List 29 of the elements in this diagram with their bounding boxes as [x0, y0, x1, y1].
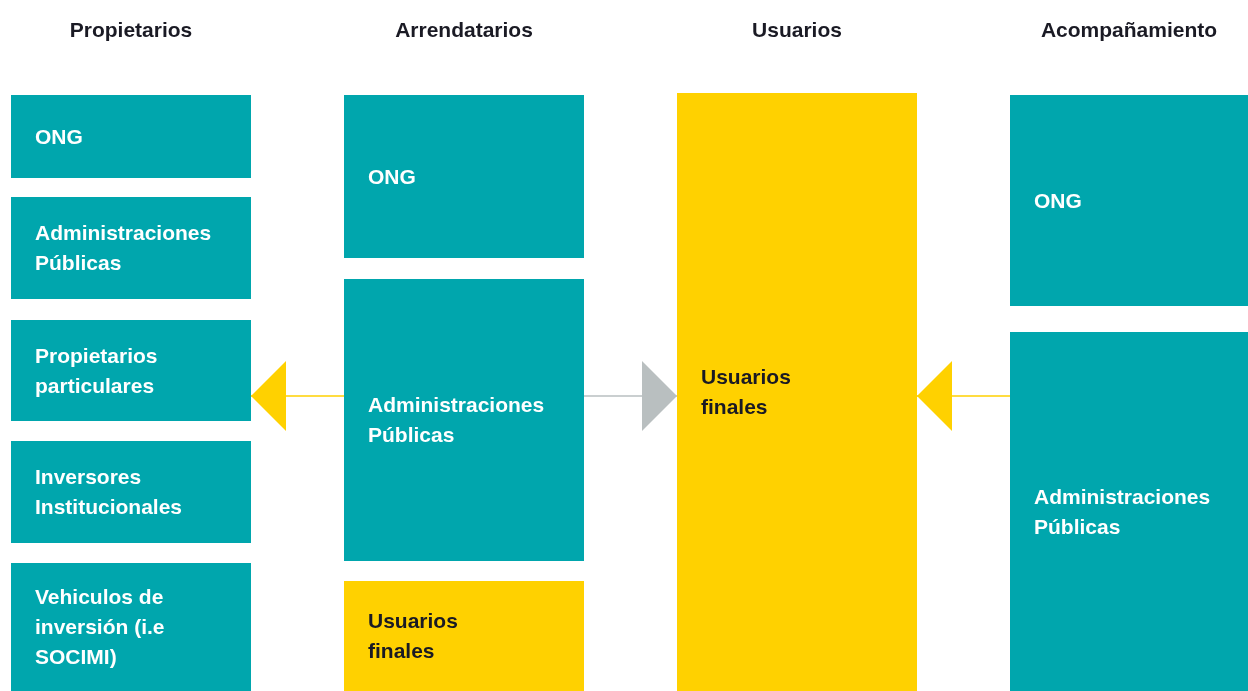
category-box — [11, 320, 251, 421]
chevron-arrow — [583, 361, 678, 431]
chevron-arrow — [916, 361, 1011, 431]
column-heading: Arrendatarios — [395, 17, 533, 43]
column-heading: Propietarios — [69, 17, 193, 43]
column-heading: Acompañamiento — [1040, 17, 1218, 43]
box-label: Administraciones Públicas — [1034, 483, 1211, 540]
category-box — [344, 279, 584, 561]
category-box — [11, 95, 251, 178]
column-heading: Usuarios — [752, 17, 842, 43]
box-label: Administraciones Públicas — [35, 220, 212, 276]
category-box — [1010, 332, 1248, 691]
chevron-arrow — [250, 361, 345, 431]
box-label: Administraciones Públicas — [368, 392, 545, 448]
box-label: Inversores Institucionales — [35, 464, 184, 520]
category-box — [344, 581, 584, 691]
box-label: ONG — [1034, 187, 1083, 214]
category-box — [11, 197, 251, 299]
box-label: Usuarios finales — [701, 364, 792, 420]
box-label: Vehiculos de inversión (i.e SOCIMI) — [35, 584, 166, 670]
category-box — [1010, 95, 1248, 306]
box-label: ONG — [35, 123, 84, 150]
box-label: Usuarios finales — [368, 608, 459, 664]
box-label: ONG — [368, 163, 417, 190]
category-box — [11, 441, 251, 543]
box-label: Propietarios particulares — [35, 342, 159, 399]
category-box — [344, 95, 584, 258]
category-box — [11, 563, 251, 691]
category-box — [677, 93, 917, 691]
